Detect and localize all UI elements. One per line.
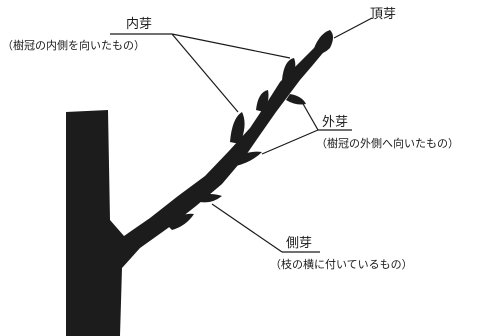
- outer-bud-leader: [261, 129, 319, 155]
- outer-bud-note: （樹冠の外側へ向いたもの）: [316, 137, 459, 150]
- terminal-bud-leader: [333, 17, 373, 39]
- outer-bud-label: 外芽: [322, 115, 349, 130]
- lateral-bud-note: （枝の横に付いているもの）: [270, 258, 413, 271]
- inner-bud-shape: [256, 90, 269, 112]
- inner-bud-leader: [171, 33, 239, 113]
- lateral-bud-leader: [211, 203, 283, 253]
- outer-bud-shape: [232, 151, 262, 166]
- outer-bud-shape: [286, 94, 306, 105]
- terminal-bud-label: 頂芽: [370, 7, 397, 22]
- trunk-and-branch: [66, 38, 331, 336]
- lateral-bud-shape: [168, 213, 194, 230]
- outer-bud-shape: [198, 194, 222, 203]
- inner-bud-leader: [171, 33, 291, 59]
- outer-bud-leader: [301, 101, 319, 131]
- inner-bud-label: 内芽: [126, 17, 153, 32]
- lateral-bud-label: 側芽: [286, 236, 313, 251]
- inner-bud-shape: [230, 112, 245, 144]
- inner-bud-shape: [282, 58, 296, 80]
- terminal-bud-shape: [312, 30, 333, 55]
- inner-bud-note: （樹冠の内側を向いたもの）: [2, 39, 145, 52]
